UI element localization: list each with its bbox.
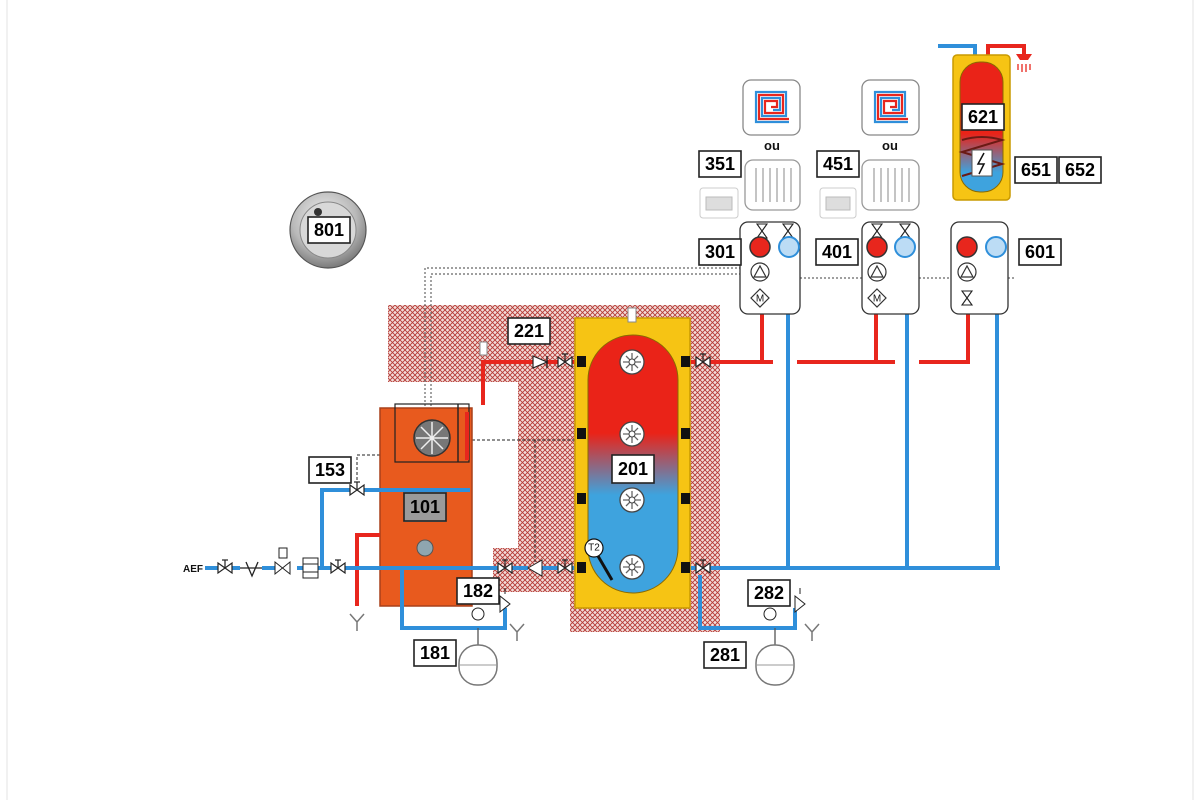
label-351-text: 351 <box>705 154 735 174</box>
tank-port-icon-2 <box>619 421 645 447</box>
label-601: 601 <box>1018 238 1062 266</box>
circuit3-thermometer-cold-icon <box>985 236 1007 258</box>
label-182-text: 182 <box>463 581 493 601</box>
drain-182-icon <box>509 623 525 642</box>
label-153-text: 153 <box>315 460 345 480</box>
or-caption-right: ou <box>882 138 898 153</box>
label-221-text: 221 <box>514 321 544 341</box>
dhw-circuit-601 <box>950 221 1009 315</box>
label-101: 101 <box>403 492 447 522</box>
label-401-text: 401 <box>822 242 852 262</box>
strainer-icon <box>240 561 262 578</box>
label-451: 451 <box>816 150 860 178</box>
pressure-reducer-icon[interactable] <box>274 547 291 576</box>
label-652: 652 <box>1058 156 1102 184</box>
label-201-text: 201 <box>618 459 648 479</box>
tank-port-icon-4 <box>619 554 645 580</box>
tank-vent-icon <box>627 307 637 323</box>
gauge-left-icon <box>471 607 485 621</box>
tank-port-icon-3 <box>619 487 645 513</box>
label-621-text: 621 <box>968 107 998 127</box>
label-301-text: 301 <box>705 242 735 262</box>
boiler-drain-pipe <box>355 533 380 606</box>
circuit1-thermometer-hot-icon <box>749 236 771 258</box>
water-meter-icon <box>302 557 319 579</box>
shower-icon <box>1016 54 1032 72</box>
gauge-right-icon <box>763 607 777 621</box>
circuit1-pump-icon[interactable] <box>750 262 770 282</box>
fill-valve-icon[interactable] <box>330 559 346 574</box>
drain-left-icon <box>349 613 365 632</box>
circuit3-thermometer-hot-icon <box>956 236 978 258</box>
valve-153-pipe <box>320 488 470 568</box>
label-651-text: 651 <box>1021 160 1051 180</box>
label-801-text: 801 <box>314 220 344 240</box>
label-601-text: 601 <box>1025 242 1055 262</box>
radiator-icon-1 <box>744 159 801 211</box>
heating-circuit-401 <box>861 221 920 315</box>
label-181: 181 <box>413 639 457 667</box>
label-301: 301 <box>698 238 742 266</box>
circuit2-pump-icon[interactable] <box>867 262 887 282</box>
air-vent-icon <box>479 341 488 356</box>
radiator-icon-2 <box>861 159 920 211</box>
label-351: 351 <box>698 150 742 178</box>
label-282-text: 282 <box>754 583 784 603</box>
floor-heating-icon-2 <box>861 79 920 136</box>
label-182: 182 <box>456 577 500 605</box>
sensor-t2-caption: T2 <box>588 543 600 554</box>
label-652-text: 652 <box>1065 160 1095 180</box>
label-281: 281 <box>703 641 747 669</box>
tank-port-icon-1 <box>619 349 645 375</box>
label-651: 651 <box>1014 156 1058 184</box>
label-621: 621 <box>961 103 1005 131</box>
circuit-flow-risers <box>760 313 970 362</box>
circuit3-pump-icon[interactable] <box>957 262 977 282</box>
label-451-text: 451 <box>823 154 853 174</box>
sensor-t2: T2 <box>584 538 614 581</box>
label-281-text: 281 <box>710 645 740 665</box>
sensor-t2-icon <box>584 538 604 558</box>
control-line-b <box>430 273 742 410</box>
label-282: 282 <box>747 579 791 607</box>
label-181-text: 181 <box>420 643 450 663</box>
label-221: 221 <box>507 317 551 345</box>
loading-pump-icon[interactable] <box>526 559 543 577</box>
safety-valve-182-icon[interactable] <box>499 588 511 614</box>
label-401: 401 <box>815 238 859 266</box>
label-801: 801 <box>307 216 351 244</box>
control-line-a <box>424 267 742 410</box>
controller-knob-icon <box>314 208 322 216</box>
safety-valve-282-icon[interactable] <box>794 588 806 614</box>
circuit2-thermometer-hot-icon <box>866 236 888 258</box>
expansion-loop-left <box>400 568 507 630</box>
floor-heating-icon-1 <box>742 79 801 136</box>
circuit2-thermometer-cold-icon <box>894 236 916 258</box>
heating-circuit-301 <box>739 221 801 315</box>
thermostat-icon-1[interactable] <box>699 187 739 219</box>
expansion-loop-right <box>698 575 797 630</box>
label-201: 201 <box>611 454 655 484</box>
or-caption-left: ou <box>764 138 780 153</box>
valve-153-icon[interactable] <box>349 481 365 496</box>
thermostat-icon-2[interactable] <box>819 187 857 219</box>
circuit1-thermometer-cold-icon <box>778 236 800 258</box>
label-101-text: 101 <box>410 497 440 517</box>
inlet-valve-icon[interactable] <box>217 559 233 574</box>
aef-caption: AEF <box>183 564 203 575</box>
boiler-port-icon <box>416 539 434 557</box>
label-153: 153 <box>308 456 352 484</box>
electric-heater-icon <box>971 149 993 177</box>
drain-282-icon <box>804 623 820 642</box>
dhw-hot-outlet-pipe <box>986 44 1026 62</box>
